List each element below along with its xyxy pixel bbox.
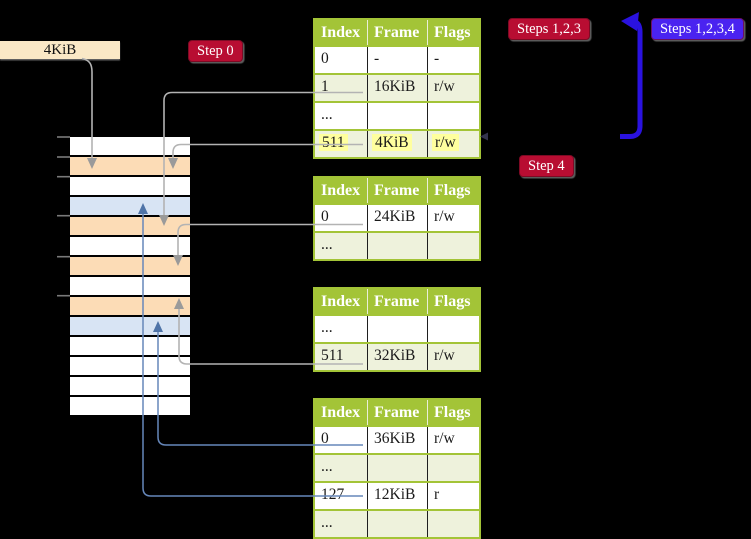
column-header: Frame [367,400,427,425]
cell-index: 0 [321,208,329,225]
cell-index: ... [321,236,333,253]
cell-index: 511 [321,347,344,364]
cell-index: ... [321,319,333,336]
cell-index: ... [321,458,333,475]
memory-frame-row-blue [70,195,190,215]
column-header: Index [321,24,361,41]
cell-flags: - [427,47,479,73]
column-header: Index [321,182,361,199]
memory-frame-row-orange [70,295,190,315]
cell-flags [427,455,479,481]
cell-frame [367,455,427,481]
memory-frame-row-white [70,375,190,395]
cell-flags [427,233,479,259]
memory-frame-row-white [70,355,190,375]
highlighted-value: r/w [432,134,459,151]
page-table-diagram: 4KiB Step 0 Steps 1,2,3 Steps 1,2,3,4 St… [0,12,744,539]
cell-frame: 16KiB [367,75,427,101]
physical-memory-strip [70,137,190,415]
cell-frame [367,103,427,129]
memory-frame-row-white [70,235,190,255]
cell-flags: r/w [427,344,479,370]
cell-flags [427,511,479,537]
column-header: Index [321,293,361,310]
cell-index: 1 [321,78,329,95]
memory-frame-row-blue [70,315,190,335]
cell-frame: 12KiB [367,483,427,509]
page-table-row: 0 -- [315,45,479,73]
memory-frame-row-orange [70,215,190,235]
steps-1234-badge: Steps 1,2,3,4 [651,18,744,40]
cell-index: 511 [315,131,367,157]
column-header: Flags [427,289,479,314]
step4-badge: Step 4 [519,155,574,177]
memory-frame-row-white [70,137,190,155]
steps-123-badge: Steps 1,2,3 [508,18,591,40]
memory-frame-row-orange [70,255,190,275]
cell-flags: r/w [427,427,479,453]
page-table-row: ... [315,101,479,129]
page-table-row: 511 4KiB r/w [315,129,479,157]
cell-flags [427,103,479,129]
frame-4kib-label: 4KiB [0,41,120,59]
memory-frame-row-white [70,275,190,295]
column-header: Frame [367,289,427,314]
memory-frame-row-white [70,395,190,415]
cell-flags: r/w [427,131,479,157]
cell-frame [367,233,427,259]
cell-frame: - [367,47,427,73]
column-header: Flags [427,20,479,45]
column-header: Frame [367,178,427,203]
cell-frame: 24KiB [367,205,427,231]
page-table-row: ... [315,314,479,342]
page-table-row: ... [315,453,479,481]
cell-flags [427,316,479,342]
strip-tick-marks [57,136,70,297]
column-header: Flags [427,400,479,425]
cell-index: 127 [321,486,345,503]
memory-frame-row-white [70,175,190,195]
page-table-row: ... [315,509,479,537]
cell-flags: r/w [427,75,479,101]
cell-flags: r/w [427,205,479,231]
column-header: Flags [427,178,479,203]
cell-frame: 36KiB [367,427,427,453]
page-table-row: ... [315,231,479,259]
dark-stub-arrowhead [480,132,488,141]
step0-badge: Step 0 [188,40,243,62]
memory-frame-row-orange [70,155,190,175]
cell-index: ... [321,106,333,123]
cell-index: 0 [321,430,329,447]
cell-index: 0 [321,50,329,67]
cell-frame: 4KiB [367,131,427,157]
cell-index: ... [321,514,333,531]
cell-frame [367,511,427,537]
highlighted-value: 511 [319,134,348,151]
column-header: Index [321,404,361,421]
highlighted-value: 4KiB [372,134,412,151]
column-header: Frame [367,20,427,45]
cell-flags: r [427,483,479,509]
cell-frame [367,316,427,342]
memory-frame-row-white [70,335,190,355]
cell-frame: 32KiB [367,344,427,370]
